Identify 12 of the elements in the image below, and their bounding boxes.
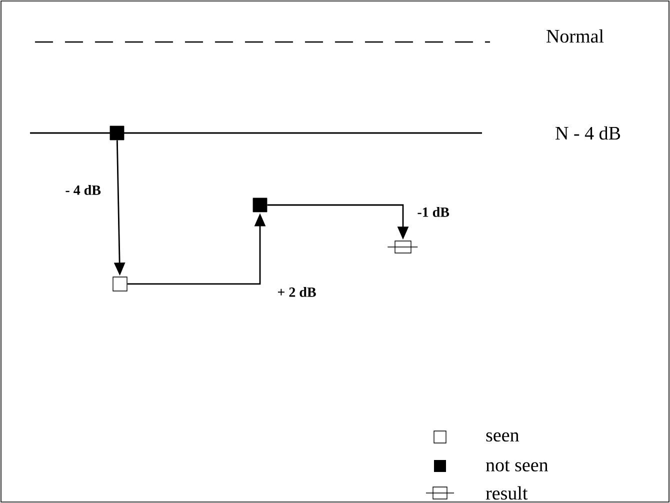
result-marker (387, 240, 418, 254)
legend-label: seen (486, 432, 519, 442)
edge-label: -1 dB (416, 206, 450, 218)
line-label: Normal (546, 29, 604, 43)
filled-square (110, 126, 124, 140)
open-square (112, 276, 128, 292)
filled-square (252, 198, 268, 212)
edge-label: + 2 dB (276, 286, 318, 298)
legend-label: result (486, 486, 528, 500)
edge-label: - 4 dB (64, 184, 102, 196)
legend-label: not seen (486, 460, 548, 472)
line-label: N - 4 dB (556, 126, 620, 140)
